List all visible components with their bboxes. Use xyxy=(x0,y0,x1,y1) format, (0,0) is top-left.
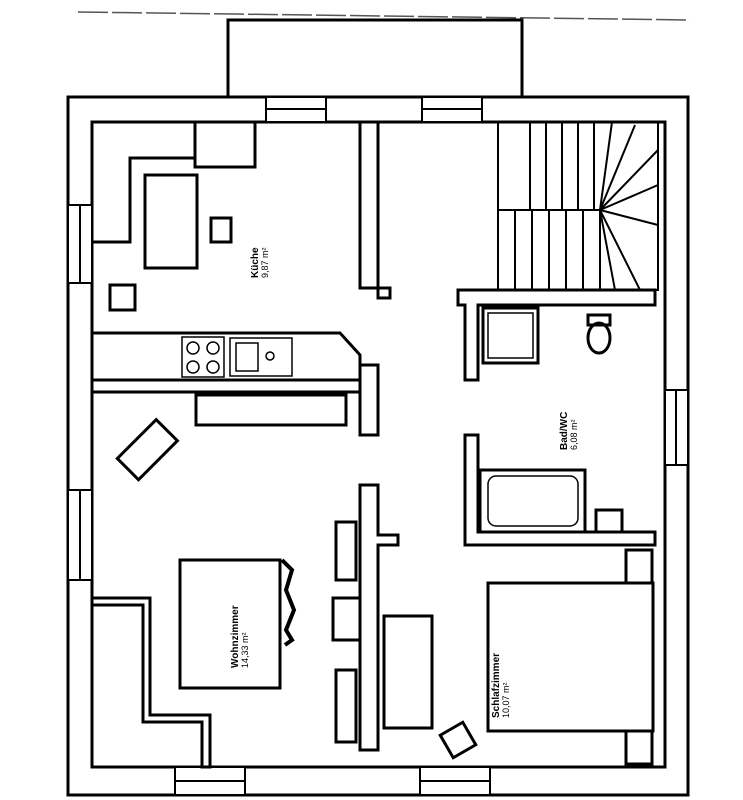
room-area: 10,07 m² xyxy=(501,682,511,718)
living-furniture xyxy=(115,393,358,744)
boundary-line xyxy=(77,11,691,21)
room-label-bedroom: Schlafzimmer 10,07 m² xyxy=(491,653,511,718)
bedroom-furniture xyxy=(382,548,655,766)
room-label-bath: Bad/WC 6,08 m² xyxy=(559,412,579,450)
room-area: 6,08 m² xyxy=(569,419,579,450)
bath-fixtures xyxy=(478,306,624,534)
room-area: 14,33 m² xyxy=(240,632,250,668)
staircase xyxy=(497,121,659,291)
room-name: Schlafzimmer xyxy=(491,653,502,718)
room-area: 9,87 m² xyxy=(260,247,270,278)
room-name: Küche xyxy=(250,247,261,278)
balcony xyxy=(226,18,524,99)
room-name: Bad/WC xyxy=(559,412,570,450)
room-label-living: Wohnzimmer 14,33 m² xyxy=(230,605,250,668)
room-name: Wohnzimmer xyxy=(230,605,241,668)
room-label-kitchen: Küche 9,87 m² xyxy=(250,247,270,278)
kitchen-furniture xyxy=(92,120,362,382)
interior-walls xyxy=(90,120,657,769)
windows xyxy=(67,96,689,796)
